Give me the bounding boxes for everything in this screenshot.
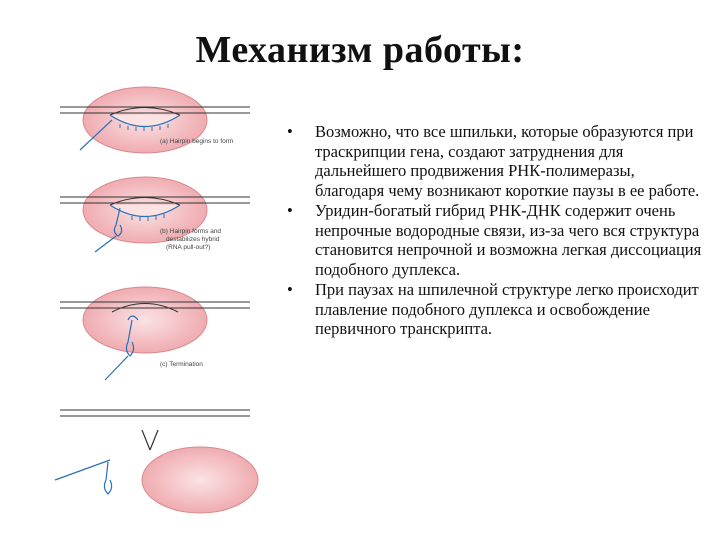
step-a-label-text: (a) Hairpin begins to form [160,138,233,145]
step-b-label-line-1: (b) Hairpin forms and [160,228,221,235]
step-c-label-text: (c) Termination [160,361,203,368]
released-polymerase [141,446,259,514]
bullet-list: Возможно, что все шпильки, которые образ… [285,122,705,340]
step-b-label-line-3: (RNA pull-out?) [166,244,210,251]
bullet-item: При паузах на шпилечной структуре легко … [285,280,705,339]
step-a-label: (a) Hairpin begins to form [160,138,233,145]
bullet-item: Уридин-богатый гибрид РНК-ДНК содержит о… [285,201,705,279]
step-c-label: (c) Termination [160,361,203,368]
bullet-item: Возможно, что все шпильки, которые образ… [285,122,705,200]
step-b-label-line-2: destabilizes hybrid [166,236,220,243]
step-a-polymerase [60,86,250,154]
slide-title: Механизм работы: [195,29,525,71]
step-b-polymerase [60,176,250,253]
released-rna-transcript [54,459,113,495]
released-dna [60,409,250,451]
step-c-polymerase [60,286,250,381]
step-b-label: (b) Hairpin forms and destabilizes hybri… [160,228,221,251]
termination-diagram: (a) Hairpin begins to form (b) Hairpin f… [50,80,290,530]
